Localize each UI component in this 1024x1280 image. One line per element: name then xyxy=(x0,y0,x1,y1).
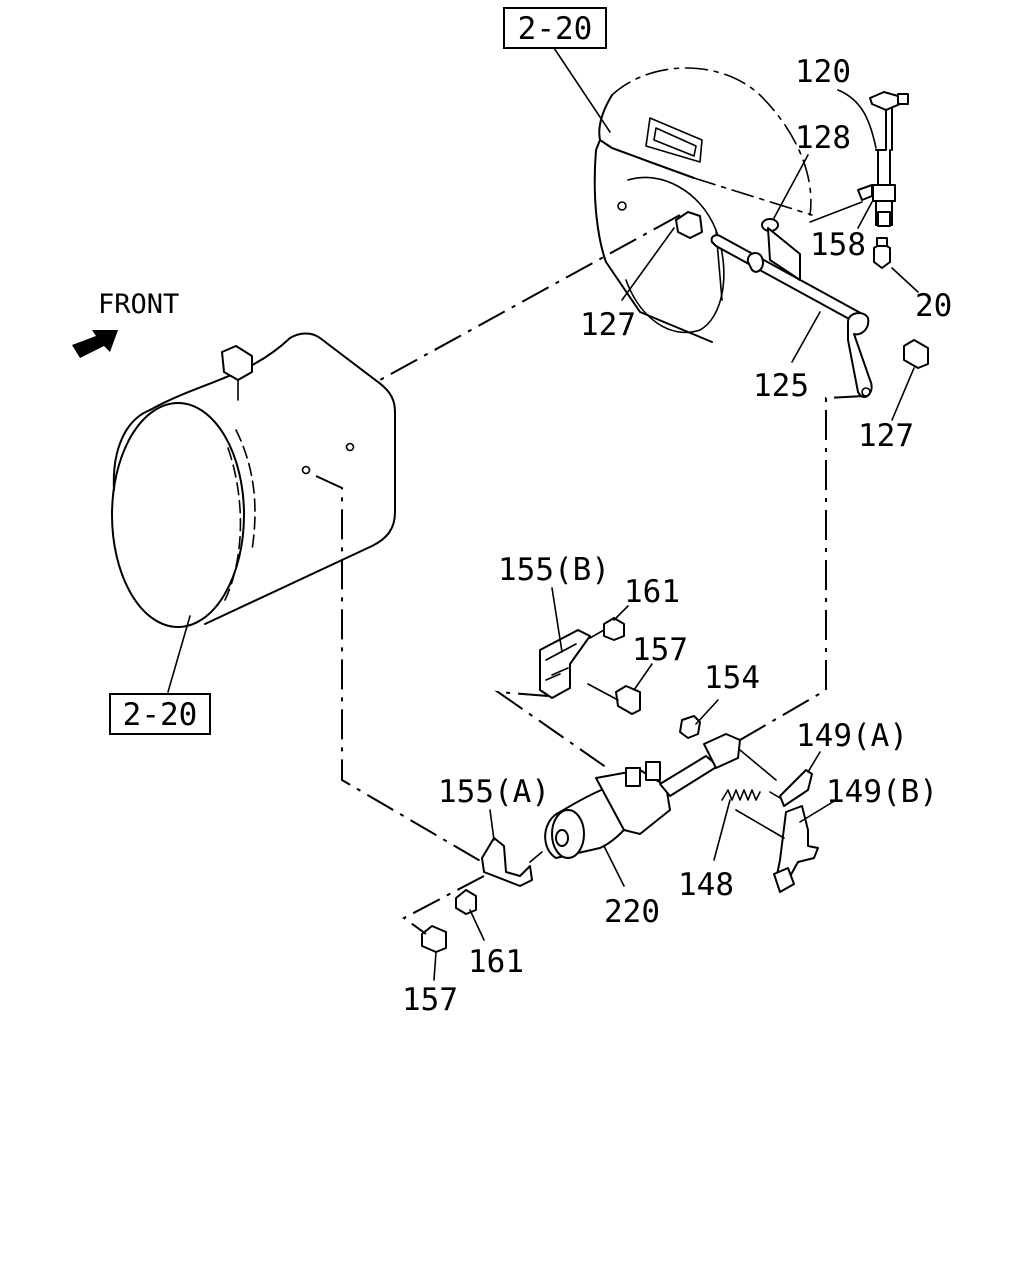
pin-154 xyxy=(679,715,701,739)
callout-157-top: 157 xyxy=(632,632,688,668)
bolt-127-lower xyxy=(903,339,929,369)
bolt-127-upper xyxy=(675,211,703,239)
callout-20: 20 xyxy=(915,288,952,324)
connector-lines xyxy=(315,201,865,935)
shaft-125 xyxy=(710,227,873,398)
callout-148: 148 xyxy=(678,867,734,903)
callout-120: 120 xyxy=(795,54,851,90)
nut-161-lower xyxy=(455,889,477,915)
callout-161-bottom: 161 xyxy=(468,944,524,980)
callout-157-bottom: 157 xyxy=(402,982,458,1018)
front-arrow-icon xyxy=(72,330,118,358)
transmission-case xyxy=(111,332,396,628)
bolt-157-upper xyxy=(615,685,641,715)
callout-220: 220 xyxy=(604,894,660,930)
nipple-20 xyxy=(873,237,891,269)
callout-149a: 149(A) xyxy=(796,718,908,754)
callout-155b: 155(B) xyxy=(498,552,610,588)
callout-127-left: 127 xyxy=(580,307,636,343)
ref-box-left-label: 2-20 xyxy=(123,697,198,733)
spring-148 xyxy=(721,789,761,801)
callout-161-top: 161 xyxy=(624,574,680,610)
leader-lines xyxy=(167,47,919,981)
booster-220 xyxy=(544,755,719,859)
bracket-149b xyxy=(773,805,819,893)
lever-149a xyxy=(779,769,813,807)
nut-161-upper xyxy=(603,617,625,641)
bracket-155a xyxy=(481,837,533,887)
callout-154: 154 xyxy=(704,660,760,696)
flywheel-housing xyxy=(593,67,813,343)
ref-box-left xyxy=(109,693,211,735)
clevis xyxy=(703,733,741,769)
pipe-120 xyxy=(869,91,909,227)
callout-158: 158 xyxy=(810,227,866,263)
front-label: FRONT xyxy=(98,289,179,320)
callout-127-right: 127 xyxy=(858,418,914,454)
callout-125: 125 xyxy=(753,368,809,404)
clip-158 xyxy=(857,184,873,201)
ref-box-top-label: 2-20 xyxy=(518,11,593,47)
bolt-157-lower xyxy=(421,925,447,953)
callout-155a: 155(A) xyxy=(438,774,550,810)
callout-149b: 149(B) xyxy=(826,774,938,810)
ref-box-top xyxy=(503,7,607,49)
callout-128: 128 xyxy=(795,120,851,156)
bracket-155b xyxy=(539,629,591,699)
